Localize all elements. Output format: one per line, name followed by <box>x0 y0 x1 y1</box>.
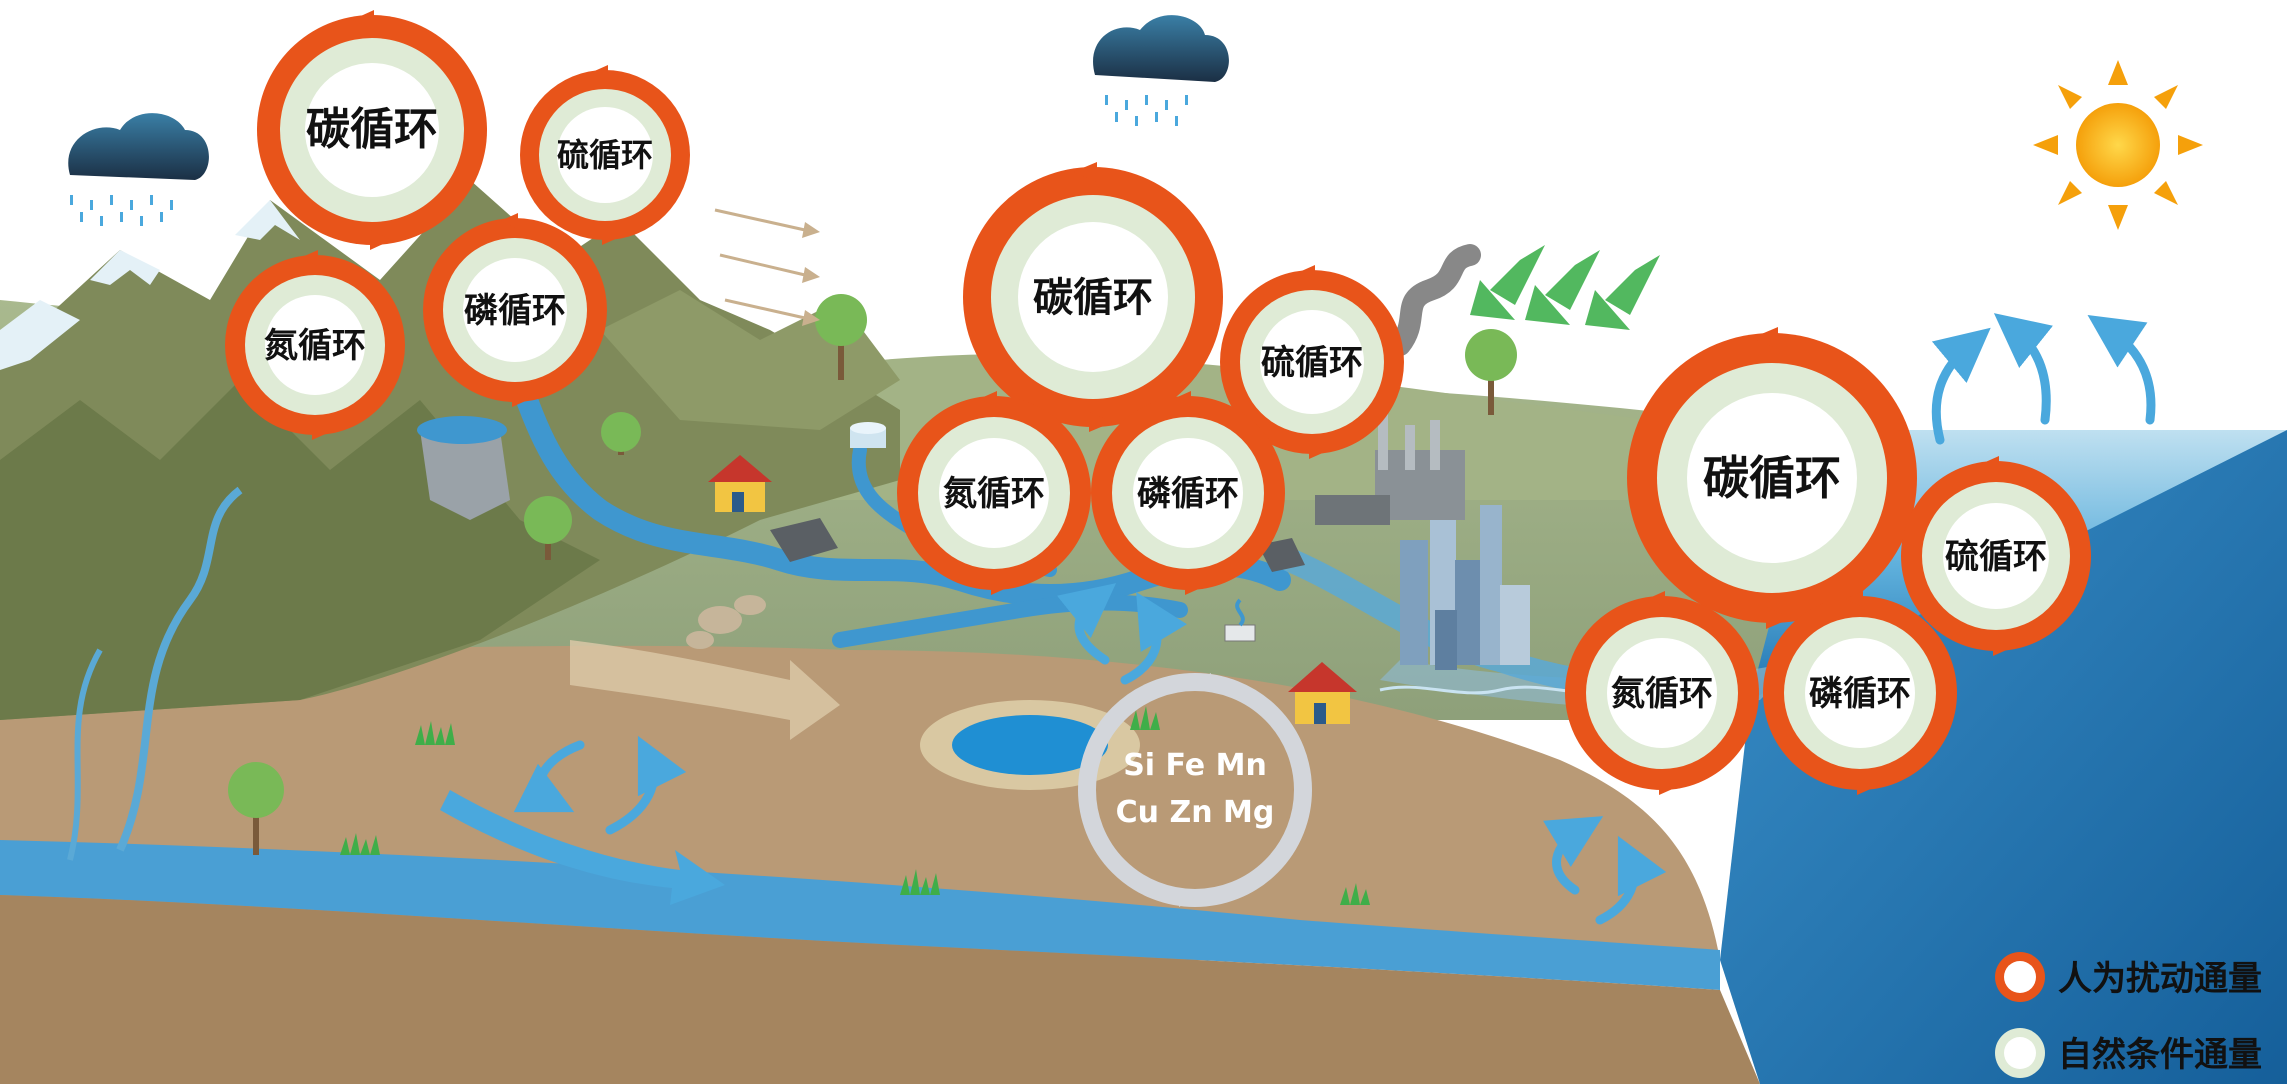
dam-icon <box>417 416 510 520</box>
legend-label-anthropogenic: 人为扰动通量 <box>2058 959 2262 999</box>
legend: 人为扰动通量 自然条件通量 <box>1995 952 2262 1078</box>
tree-icon <box>601 412 641 455</box>
phosphorus-cycle-ring: 磷循环 <box>1091 391 1285 595</box>
nitrogen-cycle-ring: 氮循环 <box>225 250 405 440</box>
lake <box>952 715 1108 775</box>
carbon-cycle-ring: 碳循环 <box>963 162 1223 432</box>
snow-cap-2 <box>235 200 300 240</box>
cycle-label-phosphorus: 磷循环 <box>464 291 566 331</box>
outfall-icon <box>1224 598 1256 642</box>
tree-icon <box>524 496 572 560</box>
sulfur-cycle-ring: 硫循环 <box>1901 456 2091 656</box>
groundwater-band <box>0 840 1720 990</box>
stream-left <box>116 486 243 852</box>
cycle-rings: 碳循环 硫循环 氮循环 磷循环 <box>225 10 2091 795</box>
cycle-label-carbon: 碳循环 <box>306 104 438 155</box>
deep-soil <box>0 895 1760 1084</box>
trees <box>228 294 1517 855</box>
sulfur-cycle-ring: 硫循环 <box>1220 265 1404 459</box>
cycle-label-nitrogen: 氮循环 <box>1611 674 1713 714</box>
carbon-cycle-ring: 碳循环 <box>257 10 487 250</box>
rain-cloud-icon <box>1093 15 1229 126</box>
sulfur-cycle-ring: 硫循环 <box>520 65 690 245</box>
cycle-label-sulfur: 硫循环 <box>1945 537 2047 577</box>
sun-icon <box>2033 60 2203 230</box>
wind-arrows <box>714 208 820 326</box>
deposition-arrows <box>1470 245 1660 330</box>
house-icon <box>1288 662 1357 724</box>
grass-tufts <box>340 706 1370 905</box>
snow-cap-1 <box>90 250 160 285</box>
snow-cap-3 <box>0 300 80 370</box>
trace-element-cycle: Si Fe Mn Cu Zn Mg <box>1078 673 1312 907</box>
legend-item-anthropogenic: 人为扰动通量 <box>1995 952 2262 1002</box>
water-tank-icon <box>850 422 886 448</box>
phosphorus-cycle-ring: 磷循环 <box>1763 591 1957 795</box>
house-icon <box>708 455 772 512</box>
cycle-label-carbon: 碳循环 <box>1033 275 1153 321</box>
cycle-label-sulfur: 硫循环 <box>557 136 653 174</box>
nitrogen-cycle-ring: 氮循环 <box>897 391 1091 595</box>
legend-item-natural: 自然条件通量 <box>1995 1028 2262 1078</box>
cycle-label-carbon: 碳循环 <box>1703 451 1841 505</box>
tree-icon <box>815 294 867 380</box>
city-buildings-icon <box>1400 505 1530 670</box>
sluice-gate-icon <box>770 518 838 562</box>
tree-icon <box>1465 329 1517 415</box>
factory-icon <box>1315 244 1481 525</box>
carbon-cycle-ring: 碳循环 <box>1627 327 1917 629</box>
nitrogen-cycle-ring: 氮循环 <box>1565 591 1759 795</box>
legend-label-natural: 自然条件通量 <box>2058 1035 2262 1075</box>
flux-arrows <box>440 208 2156 925</box>
cycle-label-nitrogen: 氮循环 <box>943 474 1045 514</box>
sluice-gate-icon <box>1258 538 1305 572</box>
river-lower <box>832 594 1188 648</box>
blue-exchange-arrows <box>513 313 2156 925</box>
ocean-side <box>1720 430 2287 1084</box>
tree-icon <box>228 762 284 855</box>
groundwater-flow-arrow <box>440 790 725 905</box>
cycle-label-sulfur: 硫循环 <box>1261 343 1363 383</box>
rocks <box>686 595 766 649</box>
landscape <box>0 15 2287 1084</box>
tan-flow-arrow <box>570 640 840 740</box>
cycle-label-nitrogen: 氮循环 <box>264 326 366 366</box>
cycle-label-phosphorus: 磷循环 <box>1809 674 1911 714</box>
rain-cloud-icon <box>68 113 209 226</box>
phosphorus-cycle-ring: 磷循环 <box>423 213 607 407</box>
element-label-row2: Cu Zn Mg <box>1116 795 1275 830</box>
stream-left-2 <box>67 648 103 861</box>
cycle-label-phosphorus: 磷循环 <box>1137 474 1239 514</box>
element-label-row1: Si Fe Mn <box>1123 748 1267 783</box>
